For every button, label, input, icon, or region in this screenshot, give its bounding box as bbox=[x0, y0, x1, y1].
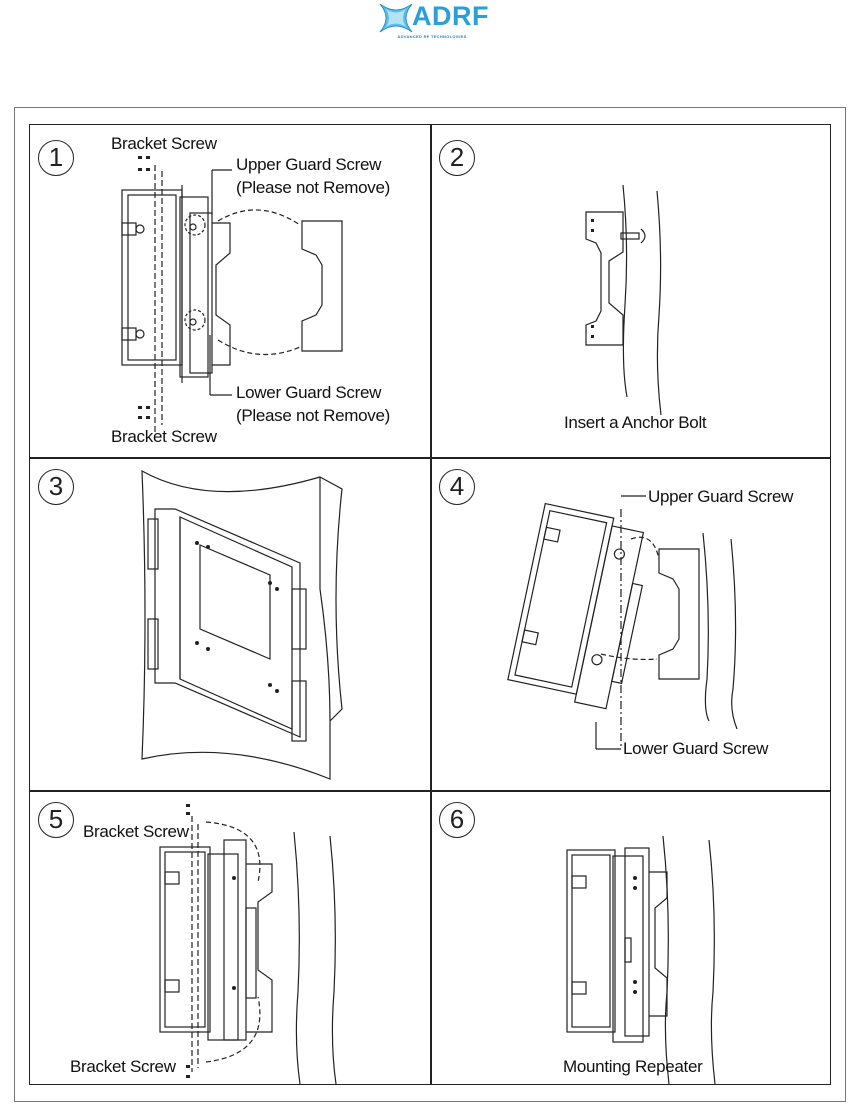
step-2-caption: Insert a Anchor Bolt bbox=[564, 413, 706, 433]
adrf-logo: ADRF ADVANCED RF TECHNOLOGIES bbox=[376, 0, 488, 44]
step-2-panel: 2 Insert a Anchor Bolt bbox=[431, 125, 830, 457]
step-6-caption: Mounting Repeater bbox=[563, 1057, 703, 1077]
step-2-illustration bbox=[431, 125, 830, 457]
step-5-panel: 5 Bracket Screw Bracket Screw bbox=[30, 792, 430, 1084]
step-5-bracket-screw-top-label: Bracket Screw bbox=[83, 822, 189, 842]
step-4-upper-guard-label: Upper Guard Screw bbox=[648, 487, 793, 507]
logo-tagline: ADVANCED RF TECHNOLOGIES bbox=[376, 34, 488, 39]
step-1-bracket-screw-top-label: Bracket Screw bbox=[111, 134, 217, 154]
step-3-illustration bbox=[30, 459, 430, 790]
step-1-upper-guard-label: Upper Guard Screw bbox=[236, 155, 381, 175]
step-1-upper-guard-note: (Please not Remove) bbox=[236, 178, 390, 198]
step-3-panel: 3 bbox=[30, 459, 430, 790]
step-5-bracket-screw-bottom-label: Bracket Screw bbox=[70, 1057, 176, 1077]
step-1-bracket-screw-bottom-label: Bracket Screw bbox=[111, 427, 217, 447]
step-4-panel: 4 Upper Guard Screw Lowe bbox=[431, 459, 830, 790]
step-4-lower-guard-label: Lower Guard Screw bbox=[623, 739, 768, 759]
step-6-panel: 6 Mounting Repeater bbox=[431, 792, 830, 1084]
step-1-panel: 1 bbox=[30, 125, 430, 457]
step-1-lower-guard-note: (Please not Remove) bbox=[236, 406, 390, 426]
adrf-logo-mark-icon bbox=[376, 0, 416, 36]
step-6-illustration bbox=[431, 792, 830, 1084]
step-1-lower-guard-label: Lower Guard Screw bbox=[236, 383, 381, 403]
logo-wordmark: ADRF bbox=[412, 1, 489, 32]
